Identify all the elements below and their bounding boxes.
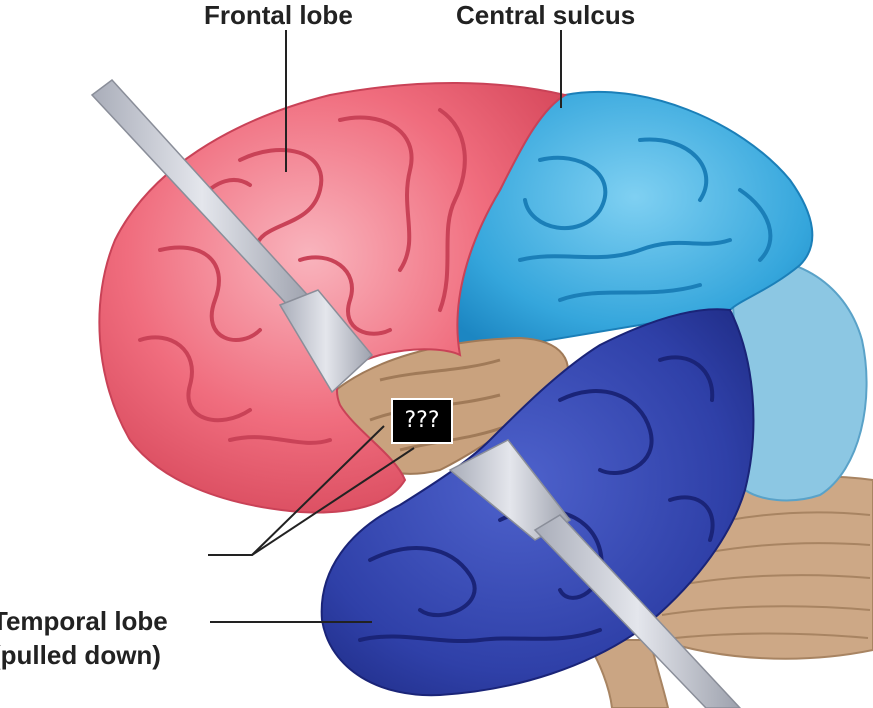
occipital-lobe xyxy=(728,257,868,502)
metal-retractor-icon xyxy=(448,439,742,708)
frontal-lobe xyxy=(98,82,568,514)
temporal-lobe-label-line2: (pulled down) xyxy=(0,640,161,670)
frontal-lobe-label: Frontal lobe xyxy=(204,0,353,30)
brainstem xyxy=(583,639,670,708)
unknown-label-box: ??? xyxy=(391,398,453,444)
temporal-lobe-label-line1: Temporal lobe xyxy=(0,606,168,636)
metal-retractor-icon xyxy=(90,78,374,394)
temporal-lobe-label: Temporal lobe (pulled down) xyxy=(0,604,168,672)
unknown-leader-line xyxy=(251,447,415,556)
central-sulcus-label: Central sulcus xyxy=(456,0,636,30)
